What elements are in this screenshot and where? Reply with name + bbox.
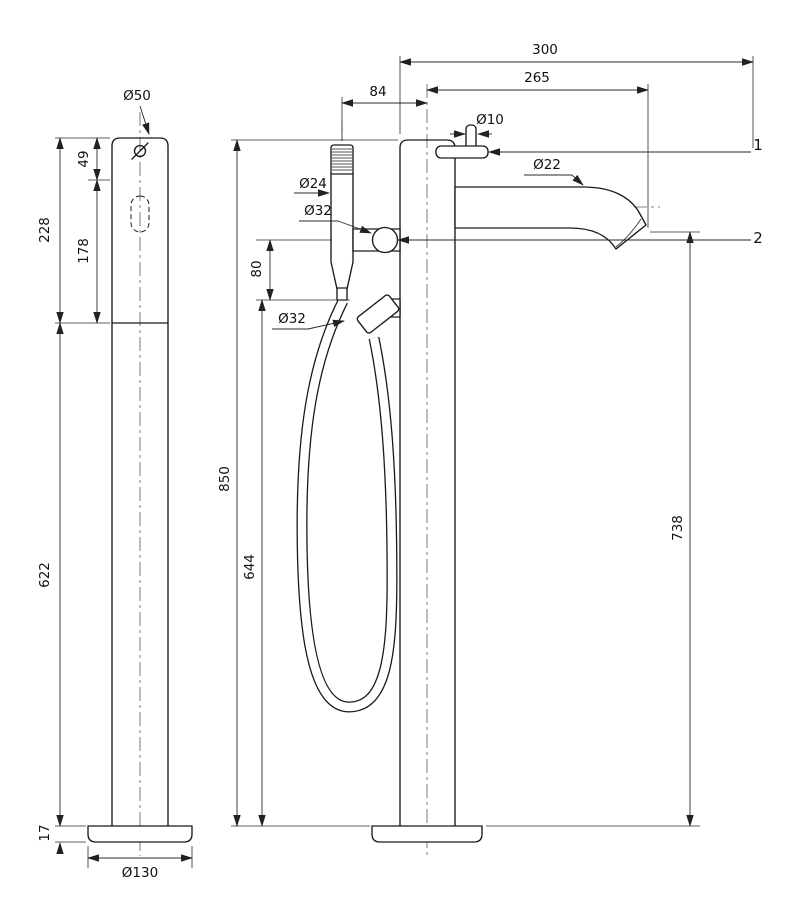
leader-dia22 xyxy=(571,174,584,186)
dim-850-label: 850 xyxy=(217,466,233,492)
leader-dia32a xyxy=(337,220,372,234)
dia-22-label: Ø22 xyxy=(533,157,561,173)
dim-300-label: 300 xyxy=(532,42,558,58)
dim-49-label: 49 xyxy=(76,150,92,167)
front-column-outline xyxy=(399,139,456,827)
front-view-dimensions: 84 300 265 Ø10 Ø22 Ø24 Ø32 80 Ø32 850 64… xyxy=(217,42,763,827)
dim-17-label: 17 xyxy=(37,824,53,841)
front-view xyxy=(296,84,660,856)
spout-socket-hidden-outline xyxy=(130,195,150,233)
leader-dia-50 xyxy=(139,105,150,135)
dim-622-label: 622 xyxy=(37,562,53,588)
handle-hole-side xyxy=(133,144,147,158)
dia-10-label: Ø10 xyxy=(476,112,504,128)
hand-shower-body xyxy=(330,144,354,290)
handle-lever xyxy=(435,145,489,159)
shower-hose-inner xyxy=(297,299,397,712)
base-plate-front xyxy=(371,825,483,843)
leader-dia32b xyxy=(307,319,345,330)
dim-644-label: 644 xyxy=(242,554,258,580)
dia-32-outlet-label: Ø32 xyxy=(278,311,306,327)
dia-50-label: Ø50 xyxy=(123,88,151,104)
dia-24-label: Ø24 xyxy=(299,176,327,192)
spout-outline xyxy=(454,186,647,250)
handle-lever-side xyxy=(131,142,149,160)
callout-1-label: 1 xyxy=(753,136,763,154)
dim-265-label: 265 xyxy=(524,70,550,86)
hand-shower-tip xyxy=(336,287,348,301)
dim-178-label: 178 xyxy=(76,238,92,264)
hose-outlet-elbow xyxy=(356,294,400,334)
left-column-outline xyxy=(111,137,169,827)
callout-2-label: 2 xyxy=(753,229,763,247)
dia-130-label: Ø130 xyxy=(122,865,158,881)
hand-shower-knurl xyxy=(332,148,352,171)
dim-84-label: 84 xyxy=(369,84,386,100)
dim-228-label: 228 xyxy=(37,217,53,243)
base-plate-left xyxy=(87,825,193,843)
left-view-dimensions: Ø50 49 228 178 622 17 Ø130 xyxy=(37,88,193,881)
dia-32-holder-label: Ø32 xyxy=(304,203,332,219)
dim-738-label: 738 xyxy=(670,515,686,541)
left-view xyxy=(87,112,193,856)
dim-80-label: 80 xyxy=(249,260,265,277)
holder-knob xyxy=(371,226,399,254)
spout-mouth-inner-line xyxy=(615,218,642,248)
